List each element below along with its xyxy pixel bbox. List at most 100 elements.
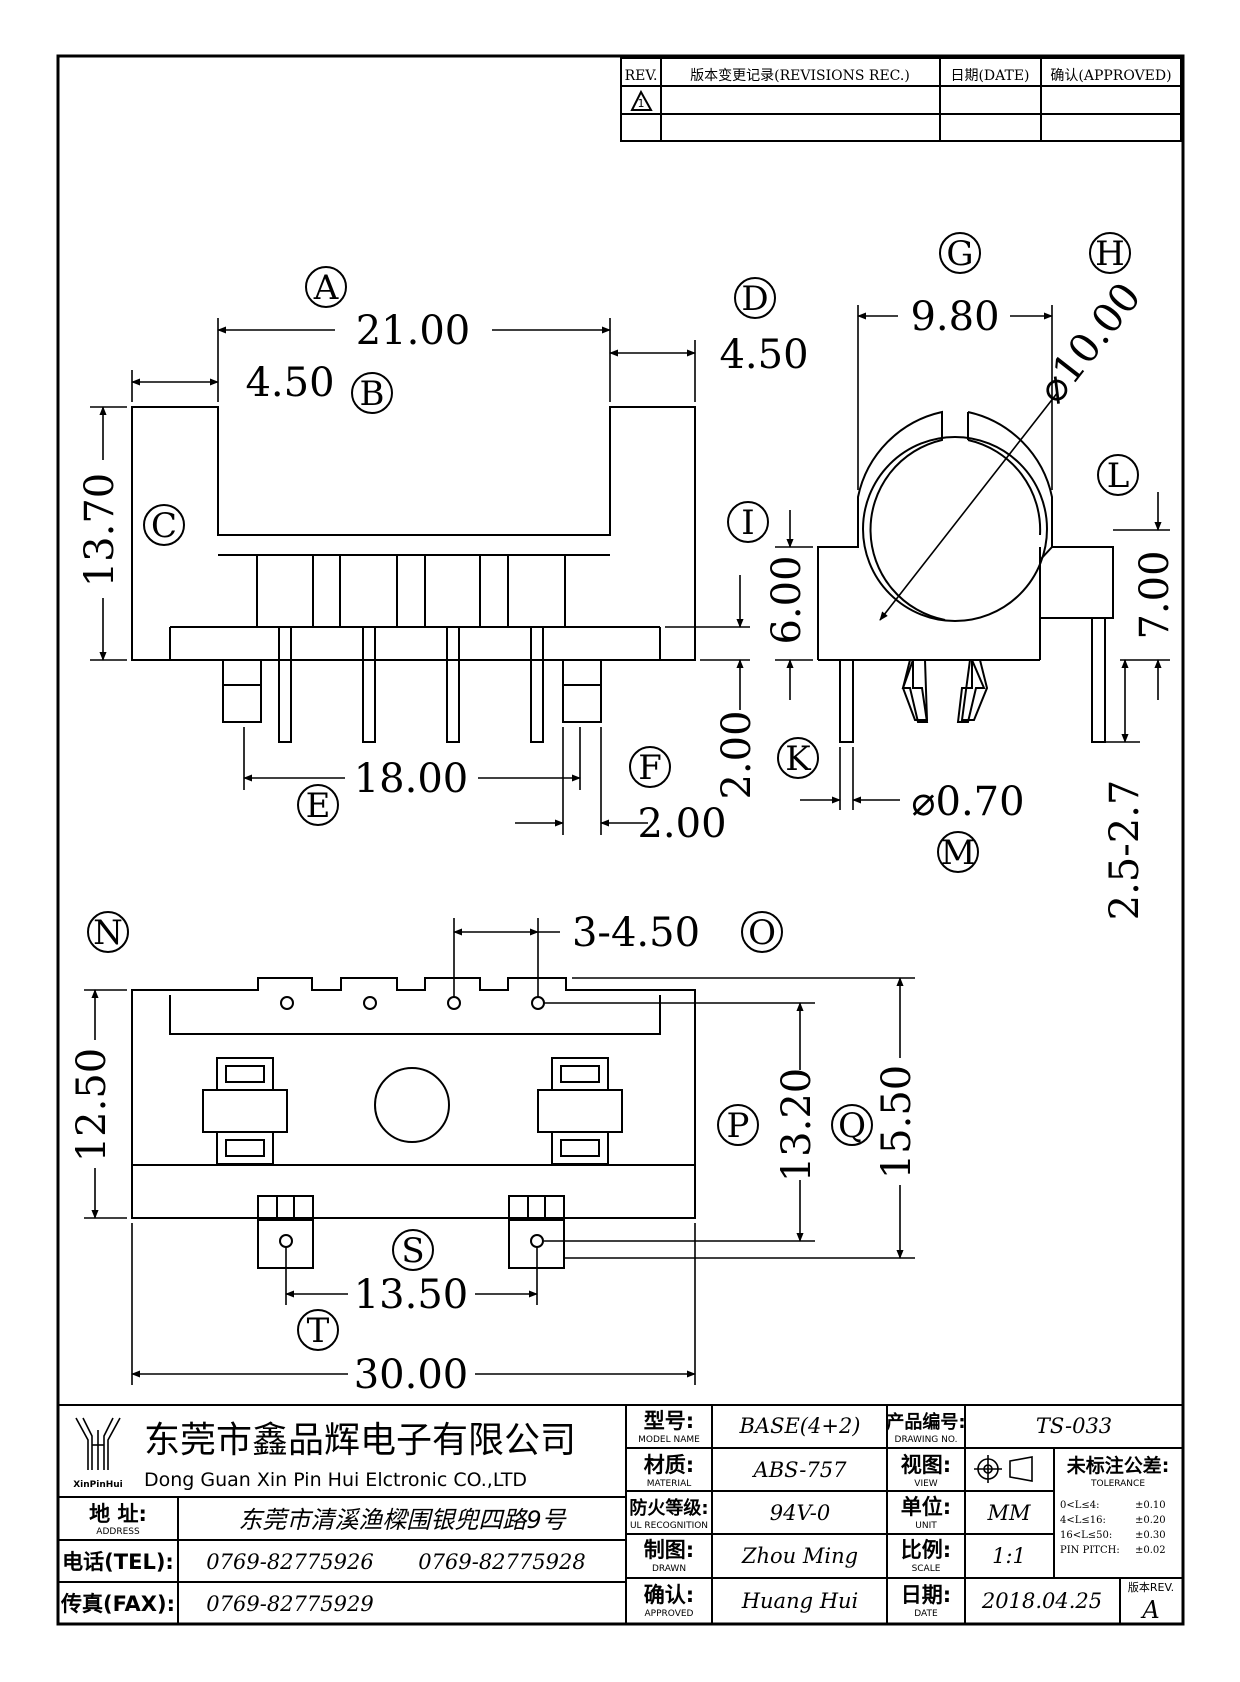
date-header: 日期(DATE) <box>950 68 1029 84</box>
tolerance-table: 0<L≤4: ±0.10 4<L≤16: ±0.20 16<L≤50: ±0.3… <box>1060 1500 1166 1556</box>
logo-text: XinPinHui <box>73 1480 123 1490</box>
drawn-label: 制图: <box>644 1538 694 1562</box>
dim-g: 9.80 <box>910 294 999 340</box>
approved-header: 确认(APPROVED) <box>1050 68 1171 84</box>
approved-value: Huang Hui <box>741 1589 859 1613</box>
dim-a: 21.00 <box>356 308 471 354</box>
tel-1: 0769-82775926 <box>206 1550 373 1574</box>
fax-label: 传真(FAX): <box>60 1592 175 1616</box>
tolerance-range: PIN PITCH: <box>1060 1545 1120 1556</box>
label-e: E <box>306 786 331 826</box>
company-name-cn: 东莞市鑫品辉电子有限公司 <box>144 1420 576 1461</box>
revision-table <box>620 57 1182 142</box>
unit-label: 单位: <box>901 1495 951 1519</box>
dim-h: ⌀10.00 <box>1029 274 1151 412</box>
dim-n: 12.50 <box>69 1048 115 1163</box>
tolerance-range: 16<L≤50: <box>1060 1530 1112 1541</box>
approved-label: 确认: <box>644 1583 694 1607</box>
unit-sublabel: UNIT <box>915 1521 937 1531</box>
tolerance-sublabel: TOLERANCE <box>1090 1479 1145 1489</box>
bottom-view-labels: N 12.50 O 3-4.50 P 13.20 Q 15.50 S 13.50… <box>69 910 920 1398</box>
tolerance-value: ±0.20 <box>1135 1515 1166 1526</box>
dim-f: 2.00 <box>637 801 726 847</box>
model-label: 型号: <box>644 1409 694 1433</box>
drawing-no-value: TS-033 <box>1036 1414 1112 1438</box>
label-h: H <box>1095 234 1125 274</box>
rev-header: REV. <box>625 68 658 84</box>
side-view-dimensions <box>775 305 1170 810</box>
tolerance-value: ±0.02 <box>1135 1545 1166 1556</box>
tolerance-range: 4<L≤16: <box>1060 1515 1106 1526</box>
dim-t: 30.00 <box>354 1352 469 1398</box>
label-i: I <box>741 503 754 543</box>
label-p: P <box>727 1106 750 1146</box>
label-k: K <box>785 739 811 779</box>
label-n: N <box>93 913 123 953</box>
fax-value: 0769-82775929 <box>206 1592 373 1616</box>
drawing-no-label: 产品编号: <box>886 1411 965 1433</box>
label-d: D <box>741 279 768 319</box>
dim-pin-offset: 2.00 <box>714 710 760 799</box>
date-sublabel: DATE <box>914 1609 938 1619</box>
dim-i: 6.00 <box>764 555 810 644</box>
tolerance-value: ±0.30 <box>1135 1530 1166 1541</box>
label-l: L <box>1107 456 1130 496</box>
material-sublabel: MATERIAL <box>647 1479 692 1489</box>
scale-label: 比例: <box>901 1538 951 1562</box>
dim-e: 18.00 <box>354 756 469 802</box>
date-label: 日期: <box>901 1583 951 1607</box>
address-label: 地 址: <box>89 1502 147 1526</box>
label-q: Q <box>838 1106 866 1146</box>
unit-value: MM <box>986 1501 1031 1525</box>
address-sublabel: ADDRESS <box>96 1527 140 1537</box>
label-a: A <box>313 268 339 308</box>
title-block-grid <box>58 1404 1183 1624</box>
drawn-sublabel: DRAWN <box>652 1564 686 1574</box>
approved-sublabel: APPROVED <box>645 1609 694 1619</box>
tel-label: 电话(TEL): <box>62 1550 174 1574</box>
projection-symbol-icon <box>974 1455 1033 1483</box>
date-value: 2018.04.25 <box>981 1589 1102 1613</box>
version-value: A <box>1140 1596 1159 1624</box>
revision-marker-icon: 1 <box>630 89 653 111</box>
model-value: BASE(4+2) <box>738 1414 860 1438</box>
dim-b: 4.50 <box>245 360 334 406</box>
label-f: F <box>638 748 662 788</box>
dim-s: 13.50 <box>354 1272 469 1318</box>
dim-l: 7.00 <box>1132 550 1178 639</box>
front-view <box>131 406 696 743</box>
ul-label: 防火等级: <box>629 1497 708 1519</box>
version-label: 版本REV. <box>1128 1580 1174 1594</box>
label-c: C <box>151 506 177 546</box>
label-o: O <box>748 913 776 953</box>
side-view <box>817 410 1114 743</box>
bottom-view-dimensions <box>84 918 915 1385</box>
company-logo <box>75 1417 121 1470</box>
scale-value: 1:1 <box>992 1544 1026 1568</box>
drawn-value: Zhou Ming <box>741 1544 858 1568</box>
dim-c: 13.70 <box>77 473 123 588</box>
view-sublabel: VIEW <box>914 1479 937 1489</box>
drawing-no-sublabel: DRAWING NO. <box>895 1435 958 1445</box>
label-t: T <box>307 1311 330 1351</box>
label-b: B <box>360 374 385 414</box>
dim-p: 13.20 <box>774 1068 820 1183</box>
ul-sublabel: UL RECOGNITION <box>630 1521 708 1531</box>
address-value: 东莞市清溪渔樑围银兜四路9号 <box>238 1506 567 1534</box>
front-view-labels: A 21.00 B 4.50 C 13.70 D 4.50 E 18.00 F … <box>77 266 809 847</box>
front-view-dimensions <box>90 318 750 835</box>
bottom-view <box>131 977 696 1269</box>
company-name-en: Dong Guan Xin Pin Hui Elctronic CO.,LTD <box>144 1469 527 1491</box>
revisions-record-header: 版本变更记录(REVISIONS REC.) <box>690 68 910 84</box>
tel-2: 0769-82775928 <box>418 1550 585 1574</box>
scale-sublabel: SCALE <box>912 1564 941 1574</box>
material-value: ABS-757 <box>752 1458 848 1482</box>
dim-q: 15.50 <box>874 1065 920 1180</box>
ul-value: 94V-0 <box>770 1501 830 1525</box>
dim-o: 3-4.50 <box>572 910 700 956</box>
label-g: G <box>946 234 973 274</box>
dim-pin-length: 2.5-2.7 <box>1102 780 1148 921</box>
dim-d: 4.50 <box>719 332 808 378</box>
material-label: 材质: <box>644 1453 694 1477</box>
